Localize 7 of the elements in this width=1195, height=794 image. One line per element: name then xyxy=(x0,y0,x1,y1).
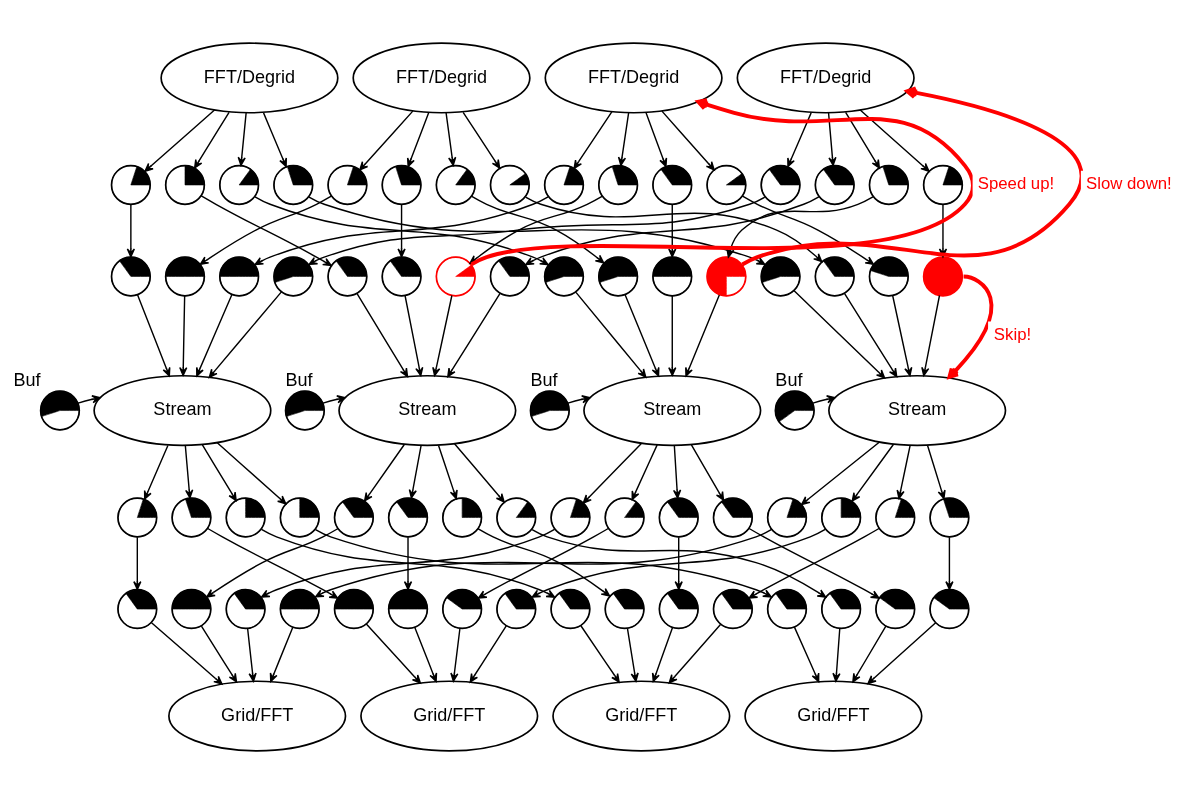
edge-label: Speed up! xyxy=(977,174,1055,194)
node-label: Buf xyxy=(13,370,41,391)
node-label: Buf xyxy=(285,370,313,391)
node-label: Buf xyxy=(775,370,803,391)
edge-label: Slow down! xyxy=(1086,174,1172,194)
edge-label: Skip! xyxy=(993,325,1032,345)
node-label: Buf xyxy=(530,370,558,391)
